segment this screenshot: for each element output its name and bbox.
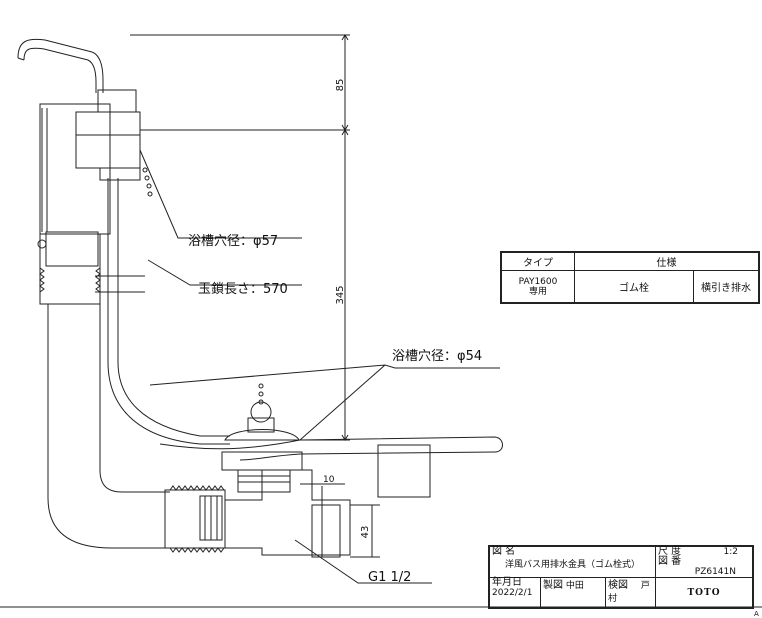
tb-name-cell: 図 名 洋風バス用排水金具（ゴム栓式） — [489, 546, 656, 578]
title-block: 図 名 洋風バス用排水金具（ゴム栓式） 尺 度 1:2 図 番 PZ6141N … — [488, 545, 754, 609]
tb-date-value: 2022/2/1 — [492, 588, 533, 598]
tub-bottom — [159, 436, 503, 461]
leader-chain — [147, 259, 302, 286]
dim-345-label: 345 — [335, 285, 346, 304]
callout-tub-hole-57: 浴槽穴径：φ57 — [188, 234, 278, 249]
tb-number-label: 図 番 — [658, 556, 682, 567]
spec-drain-type: 横引き排水 — [693, 270, 759, 303]
tb-scale-value: 1:2 — [723, 547, 738, 557]
spec-table: タイプ 仕様 PAY1600 専用 ゴム栓 横引き排水 — [500, 251, 760, 304]
corner-mark: A — [754, 610, 759, 618]
callout-thread-size: G1 1/2 — [368, 570, 411, 585]
upper-corrugation — [39, 267, 101, 293]
tb-date-label: 年月日 — [492, 577, 522, 588]
tb-name-value: 洋風バス用排水金具（ゴム栓式） — [504, 560, 640, 570]
tb-check-value: 戸村 — [608, 581, 650, 604]
callout-tub-hole-54: 浴槽穴径：φ54 — [392, 349, 482, 364]
tb-made-cell: 製図 中田 — [540, 577, 606, 608]
tb-made-label: 製図 — [543, 580, 563, 591]
dim-10-label: 10 — [323, 475, 335, 485]
leader-phi57 — [139, 149, 302, 239]
tb-made-value: 中田 — [565, 581, 584, 591]
leader-phi54 — [149, 364, 500, 441]
tb-check-cell: 検図 戸村 — [605, 577, 656, 608]
tb-name-label: 図 名 — [492, 546, 516, 557]
dim-43-label: 43 — [360, 526, 371, 539]
spec-spec-header: 仕様 — [574, 252, 759, 271]
outlet-nozzle — [311, 504, 341, 558]
spec-type-header: タイプ — [501, 252, 575, 271]
callout-chain-length: 玉鎖長さ：570 — [198, 281, 288, 297]
main-drain-pipe — [47, 304, 175, 549]
spec-plug-type: ゴム栓 — [574, 270, 694, 303]
chain-tube — [107, 178, 230, 445]
trap-body — [224, 469, 351, 556]
tb-number-value: PZ6141N — [694, 567, 736, 577]
spec-model-line1: PAY1600 — [518, 276, 558, 287]
chain-beads — [142, 167, 264, 405]
tb-scale-label: 尺 度 — [658, 546, 682, 557]
spec-model-line2: 専用 — [528, 286, 547, 297]
corrugated-connector — [164, 489, 226, 549]
tub-apron — [377, 444, 431, 498]
tb-check-label: 検図 — [608, 580, 628, 591]
drain-plug — [224, 429, 300, 441]
spec-model: PAY1600 専用 — [501, 270, 575, 303]
overflow-spout — [17, 38, 104, 93]
dim-85-label: 85 — [335, 79, 346, 92]
toto-logo: TOTO — [655, 577, 753, 608]
tb-scale-cell: 尺 度 1:2 図 番 PZ6141N — [655, 546, 753, 578]
leader-g1 — [294, 539, 432, 584]
tb-date-cell: 年月日 2022/2/1 — [489, 577, 541, 608]
